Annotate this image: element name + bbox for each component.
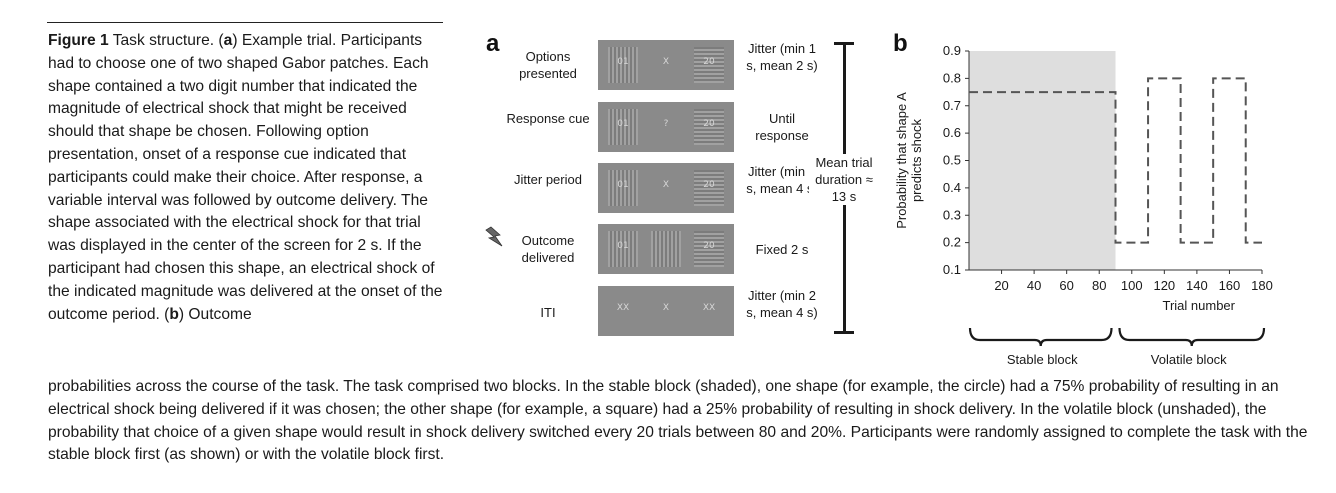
lightning-bolt-icon xyxy=(485,226,503,247)
stable-block-shading xyxy=(969,51,1116,270)
right-magnitude: 20 xyxy=(703,57,715,67)
center-symbol: X xyxy=(662,303,670,313)
figure-label: Figure 1 xyxy=(48,32,109,49)
gabor-patch-outcome xyxy=(651,231,681,267)
gabor-patch-left xyxy=(608,47,638,83)
left-symbol: XX xyxy=(616,303,630,313)
caption-a-ref: a xyxy=(223,32,233,49)
caption-rule xyxy=(47,22,443,23)
stage-screen: XX X XX xyxy=(598,286,734,336)
panel-b-letter: b xyxy=(893,30,908,57)
right-magnitude: 20 xyxy=(703,241,715,251)
stage-label: Options presented xyxy=(519,49,577,81)
duration-bracket-bottom xyxy=(834,331,854,334)
stage-timing: Jitter (min 2 s, mean 4 s) xyxy=(746,288,818,320)
stable-block-label: Stable block xyxy=(1007,352,1078,367)
caption-title: Task structure. ( xyxy=(108,32,224,49)
y-axis-label: Probability that shape Apredicts shock xyxy=(894,92,924,229)
caption-text-b: ) Outcome xyxy=(178,305,252,323)
gabor-patch-left xyxy=(608,170,638,206)
caption-continuation: probabilities across the course of the t… xyxy=(48,378,1308,464)
right-magnitude: 20 xyxy=(703,180,715,190)
stage-label: Response cue xyxy=(506,111,590,126)
x-tick-label: 120 xyxy=(1153,278,1175,293)
x-tick-label: 60 xyxy=(1059,278,1073,293)
gabor-patch-right xyxy=(694,47,724,83)
stage-screen: 01 X 20 xyxy=(598,40,734,90)
stage-timing: Until response xyxy=(755,111,809,143)
stage-timing: Jitter (min 2 s, mean 4 s) xyxy=(746,164,818,196)
figure-caption: Figure 1 Task structure. (a) Example tri… xyxy=(48,30,448,326)
y-tick-label: 0.4 xyxy=(943,180,961,195)
probability-series-line xyxy=(969,77,1262,244)
y-tick-label: 0.6 xyxy=(943,125,961,140)
center-symbol: X xyxy=(662,180,670,190)
gabor-patch-left xyxy=(608,109,638,145)
gabor-patch-right xyxy=(694,231,724,267)
y-tick-label: 0.2 xyxy=(943,235,961,250)
x-tick-label: 160 xyxy=(1219,278,1241,293)
y-tick-label: 0.3 xyxy=(943,207,961,222)
y-tick-label: 0.7 xyxy=(943,98,961,113)
center-symbol: ? xyxy=(663,119,669,129)
x-tick-label: 40 xyxy=(1027,278,1041,293)
gabor-patch-right xyxy=(694,170,724,206)
x-tick-label: 80 xyxy=(1092,278,1106,293)
right-symbol: XX xyxy=(702,303,716,313)
y-tick-label: 0.9 xyxy=(943,43,961,58)
panel-a-letter: a xyxy=(486,30,500,57)
volatile-block-brace xyxy=(1118,327,1266,347)
y-tick-label: 0.1 xyxy=(943,262,961,277)
left-magnitude: 01 xyxy=(617,180,629,190)
stage-timing: Fixed 2 s xyxy=(755,242,809,257)
caption-b-ref: b xyxy=(169,305,179,323)
x-tick-label: 140 xyxy=(1186,278,1208,293)
left-magnitude: 01 xyxy=(617,57,629,67)
probability-chart: 0.1 0.2 0.3 0.4 0.5 0.6 0.7 0.8 0.9 20 40 60 80 100 12… xyxy=(894,43,1273,367)
chart-layer: 0.1 0.2 0.3 0.4 0.5 0.6 0.7 0.8 0.9 20 40 60 80 100 12… xyxy=(894,43,1273,367)
stage-label: Outcome delivered xyxy=(521,233,575,265)
caption-text-a: ) Example trial. Participants had to cho… xyxy=(48,32,443,323)
left-magnitude: 01 xyxy=(617,241,629,251)
left-magnitude: 01 xyxy=(617,119,629,129)
stage-label: Jitter period xyxy=(514,172,582,187)
stage-timing: Jitter (min 1 s, mean 2 s) xyxy=(746,41,818,73)
stable-block-brace xyxy=(968,327,1113,347)
x-axis-label: Trial number xyxy=(1163,298,1236,313)
volatile-block-label: Volatile block xyxy=(1151,352,1227,367)
stage-screen: 01 X 20 xyxy=(598,163,734,213)
mean-trial-duration: Mean trial duration ≈ 13 s xyxy=(809,154,879,205)
stage-screen: 01 20 xyxy=(598,224,734,274)
center-symbol: X xyxy=(662,57,670,67)
gabor-patch-left xyxy=(608,231,638,267)
stage-label: ITI xyxy=(540,305,556,320)
gabor-patch-right xyxy=(694,109,724,145)
y-tick-label: 0.8 xyxy=(943,70,961,85)
y-tick-label: 0.5 xyxy=(943,153,961,168)
x-tick-label: 20 xyxy=(994,278,1008,293)
stage-screen: 01 ? 20 xyxy=(598,102,734,152)
x-tick-label: 180 xyxy=(1251,278,1273,293)
right-magnitude: 20 xyxy=(703,119,715,129)
x-tick-label: 100 xyxy=(1121,278,1143,293)
